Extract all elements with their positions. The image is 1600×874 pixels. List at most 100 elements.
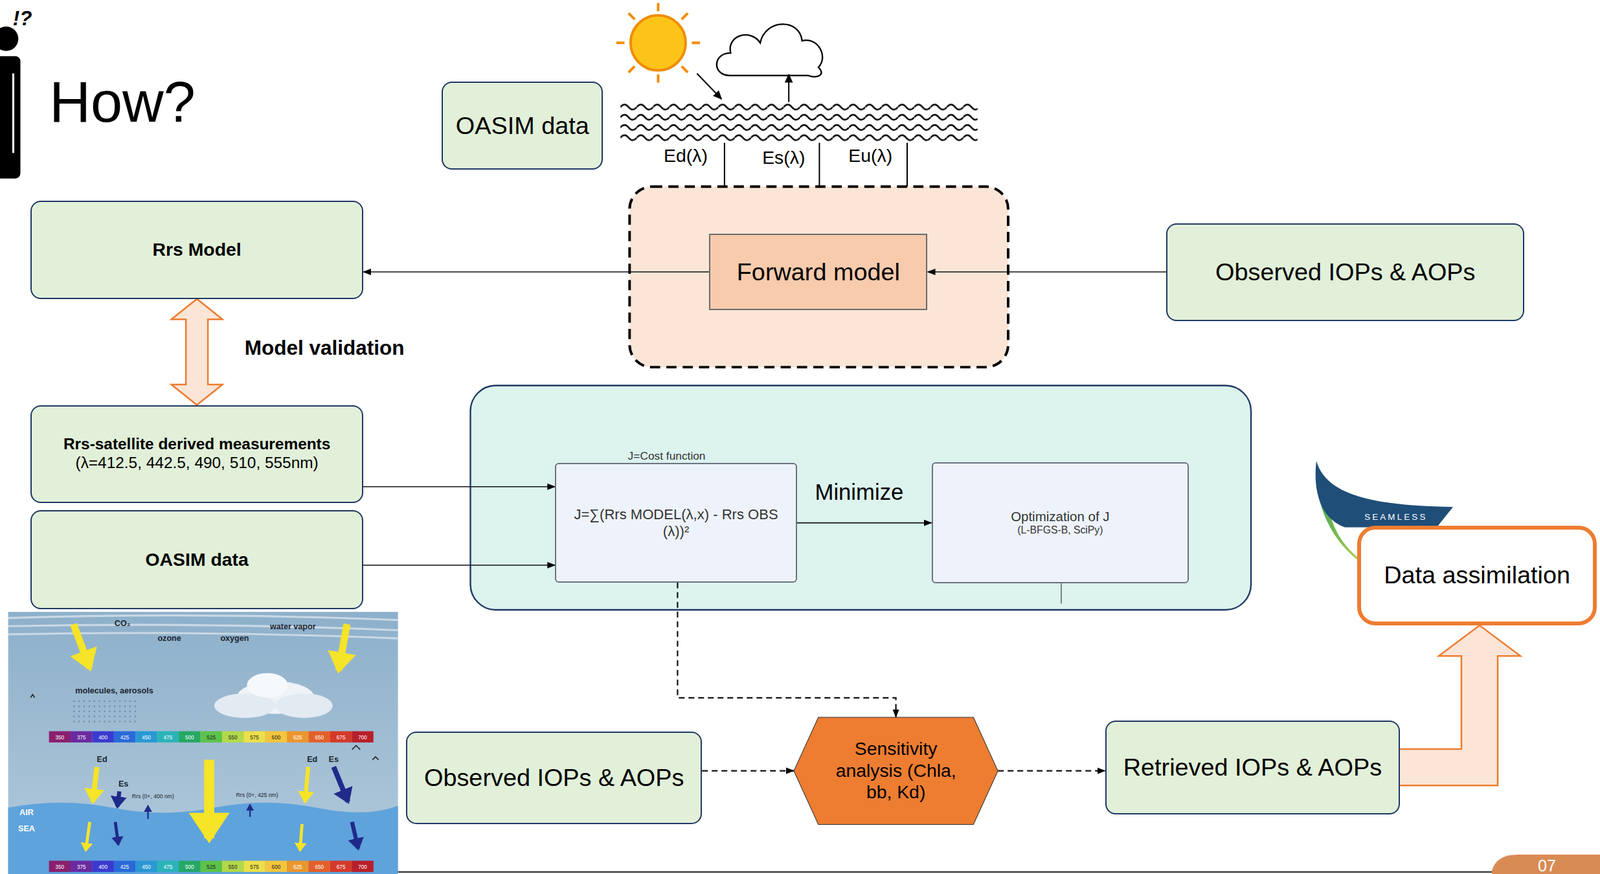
decoration-shape — [146, 805, 149, 819]
node-text: Forward model — [736, 257, 901, 287]
connector — [1399, 625, 1521, 768]
edge-label: Model validation — [244, 336, 405, 360]
radiation-illustration — [8, 611, 399, 874]
process-box: Forward model — [709, 233, 928, 311]
measurement-box: Rrs-satellite derived measurements(λ=412… — [30, 405, 364, 504]
connector — [677, 582, 896, 718]
data-box: OASIM data — [30, 510, 364, 610]
sea-surface — [620, 102, 978, 144]
connector — [171, 299, 223, 406]
footer-rule — [398, 871, 1492, 873]
decoration-shape — [8, 615, 399, 640]
wavelength-tick: 675 — [336, 863, 346, 870]
illustration-label: Es — [328, 755, 339, 765]
decoration-shape — [12, 73, 15, 153]
wavelength-tick: 650 — [314, 863, 324, 870]
wavelength-tick: 425 — [120, 734, 130, 741]
decoration-shape — [696, 73, 722, 99]
cost-function-box: J=Cost functionJ=∑(Rrs MODEL(λ,x) - Rrs … — [554, 462, 797, 583]
block-arrow-fill — [1399, 655, 1480, 768]
connector — [927, 271, 1167, 273]
connector — [797, 522, 932, 524]
node-text: OASIM data — [455, 111, 590, 141]
decoration-shape — [630, 15, 686, 71]
input-box: Observed IOPs & AOPs — [405, 731, 702, 825]
illustration-label: water vapor — [270, 622, 316, 632]
node-text: Observed IOPs & AOPs — [424, 763, 684, 793]
node-text: Data assimilation — [1383, 560, 1571, 590]
block-arrow — [1399, 655, 1480, 768]
arrow-line — [927, 271, 1167, 273]
optimization-region — [470, 385, 1251, 610]
decoration-shape — [0, 56, 21, 179]
data-box: OASIM data — [441, 81, 603, 170]
illustration-label: CO₂ — [114, 620, 131, 630]
decoration-shape — [620, 112, 978, 123]
decoration-shape — [8, 611, 399, 874]
node-text: Retrieved IOPs & AOPs — [1123, 753, 1382, 783]
wavelength-tick: 425 — [120, 863, 130, 870]
decoration-shape — [49, 731, 374, 743]
decoration-shape — [352, 822, 359, 849]
wavelength-tick: 500 — [185, 734, 195, 741]
arrow-line — [363, 564, 555, 566]
wavelength-tick: 475 — [163, 863, 173, 870]
block-arrow-fill — [186, 318, 208, 386]
wavelength-tick: 375 — [77, 734, 87, 741]
decoration-shape — [275, 693, 333, 719]
dashed-arrow — [701, 769, 794, 772]
wavelength-tick: 700 — [358, 734, 368, 741]
decoration-shape — [1315, 461, 1454, 528]
cloud-icon — [716, 23, 823, 77]
model-box: Rrs Model — [30, 200, 364, 299]
node-text: Rrs Model — [152, 238, 242, 261]
wavelength-tick: 500 — [185, 863, 195, 870]
irradiance-label: Ed(λ) — [663, 146, 708, 167]
decoration-shape — [92, 767, 97, 803]
decoration-shape — [249, 804, 251, 818]
illustration-label: SEA — [18, 824, 35, 834]
connector — [997, 770, 1106, 772]
wavelength-tick: 350 — [55, 734, 65, 741]
wavelength-tick: 550 — [228, 734, 238, 741]
node-text: J=∑(Rrs MODEL(λ,x) - Rrs OBS (λ))² — [564, 506, 788, 541]
node-text: Observed IOPs & AOPs — [1215, 257, 1476, 287]
wavelength-tick: 600 — [271, 734, 282, 741]
wavelength-tick: 375 — [77, 863, 87, 870]
decoration-shape — [117, 791, 120, 807]
decoration-shape — [8, 802, 399, 874]
decoration-shape — [85, 822, 90, 851]
decoration-shape — [30, 694, 379, 761]
decoration-shape — [628, 12, 635, 19]
wavelength-tick: 525 — [206, 734, 216, 741]
box-heading: J=Cost function — [628, 449, 706, 463]
hexagon-outline — [793, 717, 998, 825]
decoration-shape — [681, 66, 688, 72]
decoration-shape — [299, 824, 302, 851]
decoration-shape — [73, 624, 90, 669]
decoration-shape — [338, 624, 348, 671]
analysis-hexagon: Sensitivity analysis (Chla, bb, Kd) — [793, 717, 998, 825]
wavelength-tick: 675 — [336, 734, 346, 741]
illustration-label: AIR — [19, 808, 34, 818]
arrow-line — [797, 522, 932, 524]
logo-text: SEAMLESS — [1364, 512, 1428, 523]
wavelength-tick: 650 — [314, 734, 324, 741]
dashed-arrow — [997, 769, 1106, 772]
output-box: Data assimilation — [1357, 525, 1597, 626]
illustration-label: molecules, aerosols — [75, 687, 153, 697]
connector — [701, 770, 794, 772]
node-text: (λ=412.5, 442.5, 490, 510, 555nm) — [75, 453, 319, 473]
illustration-label: Ed — [306, 755, 318, 765]
connector — [363, 271, 710, 273]
arrow-head — [171, 384, 223, 406]
illustration-label: Rrs (0+, 425 nm) — [236, 792, 279, 800]
node-text: Rrs-satellite derived measurements — [63, 435, 331, 454]
illustration-label: ozone — [157, 634, 181, 644]
decoration-shape — [246, 673, 288, 699]
wavelength-tick: 450 — [141, 734, 151, 741]
node-text: (L-BFGS-B, SciPy) — [1017, 524, 1103, 537]
decoration-shape — [628, 66, 635, 72]
decoration-shape — [681, 12, 688, 19]
edge-label: Minimize — [815, 479, 904, 505]
